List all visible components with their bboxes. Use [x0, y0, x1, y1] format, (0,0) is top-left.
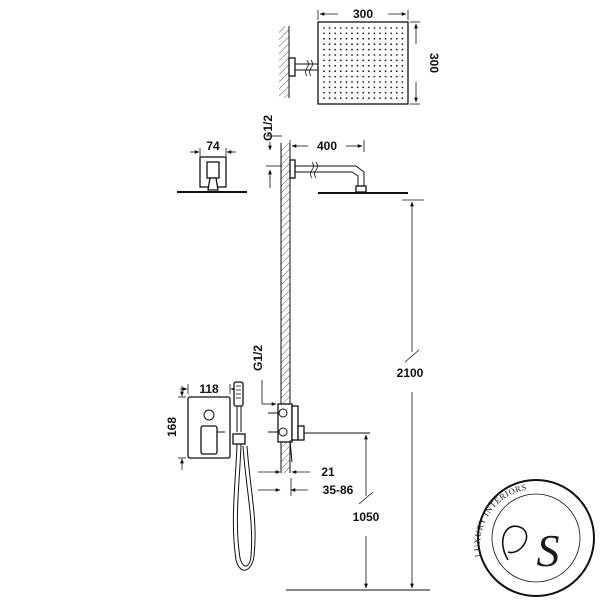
plate-height-label: 168 — [165, 417, 179, 437]
dimension-flange: 74 — [190, 139, 236, 156]
dimension-connection-mixer: G1/2 — [251, 345, 277, 406]
dimension-head-width: 300 — [317, 7, 409, 21]
dimension-head-depth: 300 — [410, 21, 441, 105]
dimension-wall-projection: 21 — [258, 465, 335, 479]
mixer-plate-front-view — [187, 396, 231, 459]
shower-head-front-view — [279, 21, 409, 105]
head-depth-label: 300 — [427, 53, 441, 73]
logo-monogram: S — [537, 525, 560, 576]
head-width-label: 300 — [353, 7, 373, 21]
mixer-height-label: 1050 — [353, 510, 380, 524]
shower-arm-side-view — [289, 159, 408, 194]
wall-projection-label: 21 — [321, 465, 335, 479]
total-height-label: 2100 — [397, 366, 424, 380]
connection-mixer-label: G1/2 — [251, 345, 265, 371]
mixer-side-view — [268, 403, 370, 463]
flange-label: 74 — [206, 139, 220, 153]
dimension-connection-top: G1/2 — [261, 115, 282, 188]
dimension-plate-height: 168 — [165, 386, 186, 470]
dimension-total-height: 2100 — [286, 199, 430, 591]
dimension-install-depth: 35-86 — [258, 478, 354, 497]
connection-top-label: G1/2 — [261, 115, 275, 141]
plate-width-label: 118 — [199, 382, 219, 396]
arm-length-label: 400 — [317, 139, 337, 153]
install-depth-label: 35-86 — [323, 483, 354, 497]
dimension-plate-width: 118 — [180, 382, 238, 396]
wall-flange-top-view — [177, 156, 247, 193]
hand-shower — [232, 381, 256, 571]
dimension-mixer-height: 1050 — [353, 434, 380, 589]
luxury-interiors-logo: LUXURY INTERIORS S — [472, 479, 595, 597]
dimension-arm-length: 400 — [289, 139, 365, 153]
nozzle-grid — [323, 27, 404, 100]
